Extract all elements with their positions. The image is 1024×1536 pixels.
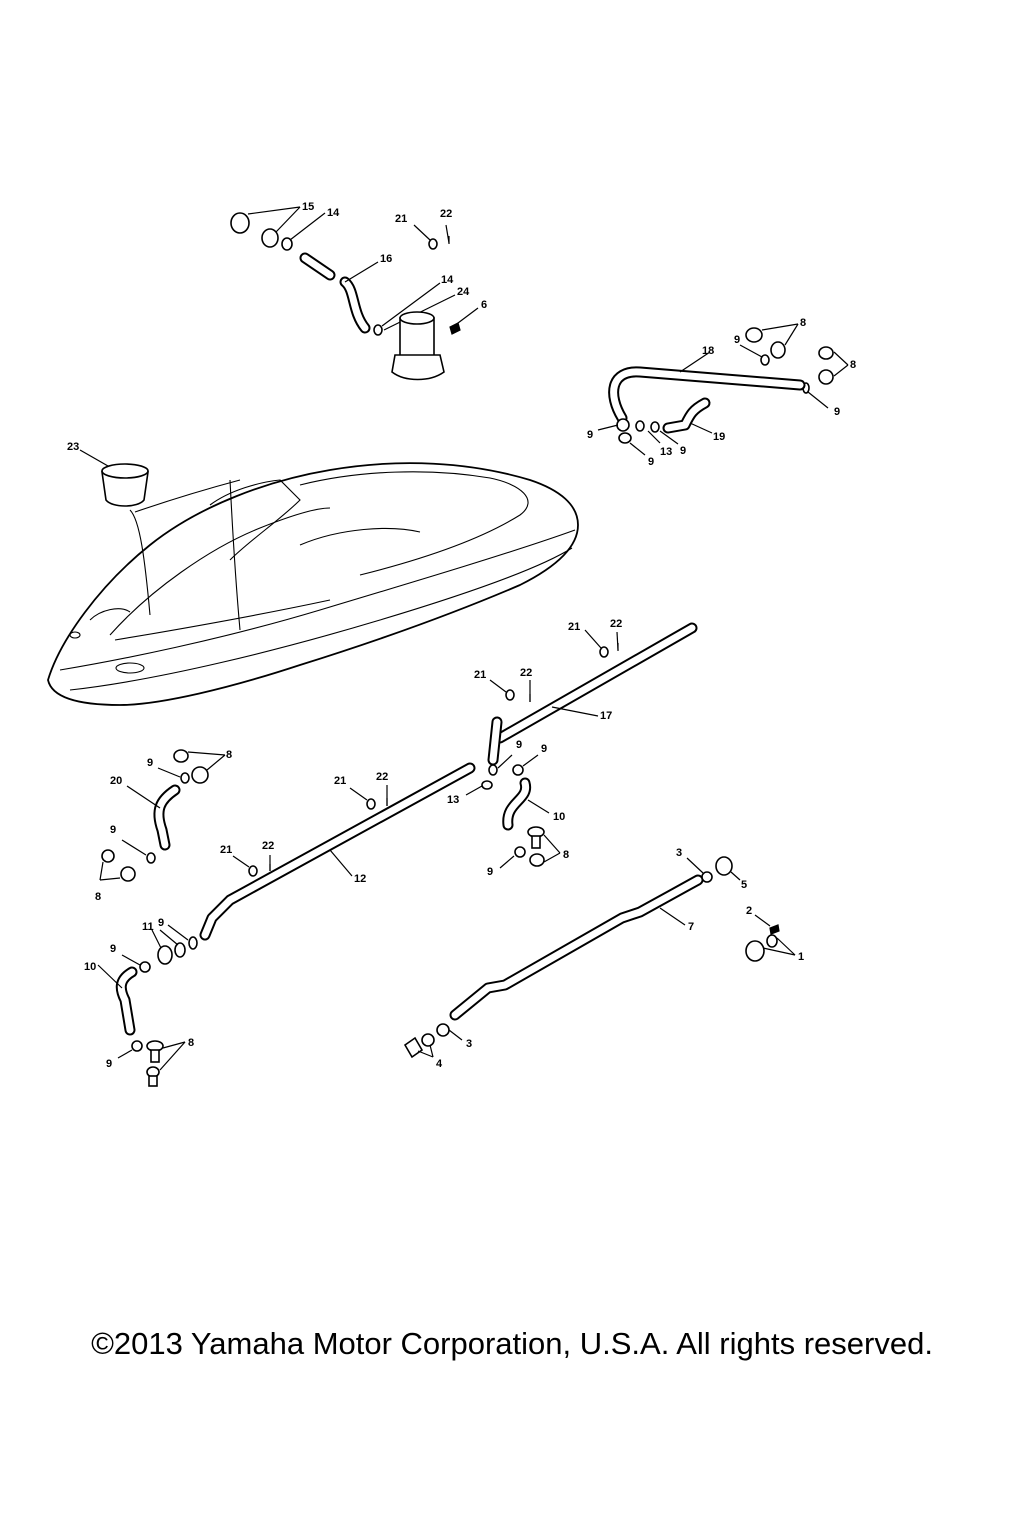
callout-9: 9 (541, 743, 547, 755)
callout-7: 7 (688, 921, 694, 933)
callout-22: 22 (376, 771, 388, 783)
callout-24: 24 (457, 286, 470, 298)
callout-5: 5 (741, 879, 747, 891)
callout-9: 9 (110, 943, 116, 955)
callout-8: 8 (226, 749, 232, 761)
left-hose-group (99, 749, 226, 882)
callout-9: 9 (106, 1058, 112, 1070)
callout-21: 21 (474, 669, 486, 681)
callout-23: 23 (67, 441, 79, 453)
callout-9: 9 (147, 757, 153, 769)
center-fitting-group (465, 754, 561, 869)
top-pump-group (230, 206, 479, 381)
callout-12: 12 (354, 873, 366, 885)
callout-19: 19 (713, 431, 725, 443)
callout-13: 13 (660, 446, 672, 458)
callout-21: 21 (568, 621, 580, 633)
callout-9: 9 (680, 445, 686, 457)
callout-8: 8 (800, 317, 806, 329)
right-hose-group (597, 323, 849, 456)
callout-17: 17 (600, 710, 612, 722)
callout-9: 9 (648, 456, 654, 468)
callout-9: 9 (834, 406, 840, 418)
callout-2: 2 (746, 905, 752, 917)
callout-14: 14 (441, 274, 454, 286)
callout-21: 21 (395, 213, 407, 225)
hose-17 (487, 622, 698, 766)
callout-8: 8 (95, 891, 101, 903)
callout-9: 9 (516, 739, 522, 751)
callout-11: 11 (142, 921, 154, 933)
callout-16: 16 (380, 253, 392, 265)
copyright-notice: ©2013 Yamaha Motor Corporation, U.S.A. A… (91, 1326, 933, 1361)
callout-9: 9 (487, 866, 493, 878)
callout-20: 20 (110, 775, 122, 787)
callout-22: 22 (610, 618, 622, 630)
callout-3: 3 (466, 1038, 472, 1050)
callout-15: 15 (302, 201, 314, 213)
callout-13: 13 (447, 794, 459, 806)
callout-22: 22 (262, 840, 274, 852)
callout-10: 10 (84, 961, 96, 973)
boat-hull (47, 462, 579, 706)
callout-14: 14 (327, 207, 340, 219)
callout-10: 10 (553, 811, 565, 823)
callout-8: 8 (850, 359, 856, 371)
callout-9: 9 (587, 429, 593, 441)
callout-8: 8 (563, 849, 569, 861)
callout-9: 9 (734, 334, 740, 346)
callout-8: 8 (188, 1037, 194, 1049)
callout-1: 1 (798, 951, 804, 963)
hose-12 (199, 762, 476, 941)
callout-9: 9 (158, 917, 164, 929)
callout-21: 21 (334, 775, 346, 787)
callout-22: 22 (520, 667, 532, 679)
callout-4: 4 (436, 1058, 443, 1070)
callout-9: 9 (110, 824, 116, 836)
callout-21: 21 (220, 844, 232, 856)
part-23-cup (79, 449, 149, 507)
lower-left-group (97, 924, 198, 1087)
callout-3: 3 (676, 847, 682, 859)
callout-6: 6 (481, 299, 487, 311)
hose-7-group (403, 856, 796, 1059)
callout-22: 22 (440, 208, 452, 220)
callout-18: 18 (702, 345, 714, 357)
callout-labels: 15 14 21 22 16 14 24 6 8 9 18 8 9 9 13 9… (67, 201, 856, 1070)
